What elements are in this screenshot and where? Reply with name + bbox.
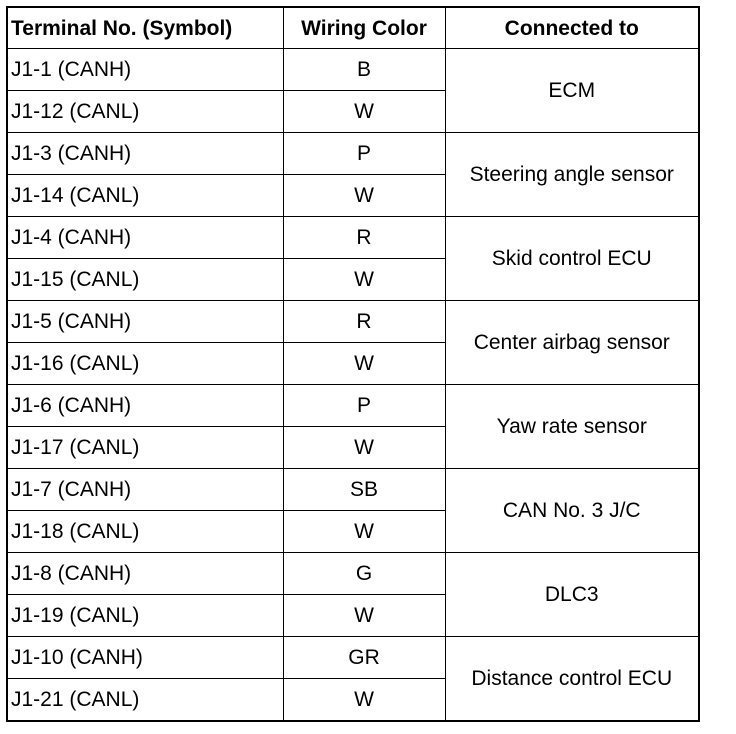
wiring-color-cell: P [282, 132, 446, 175]
wiring-color-cell: W [282, 678, 446, 722]
terminal-cell: J1-4 (CANH) [6, 216, 284, 259]
wiring-color-cell: W [282, 174, 446, 217]
terminal-cell: J1-16 (CANL) [6, 342, 284, 385]
wiring-color-cell: R [282, 216, 446, 259]
wiring-color-cell: B [282, 48, 446, 91]
connected-to-cell: Distance control ECU [444, 636, 700, 722]
table-row: J1-1 (CANH) B ECM [6, 48, 700, 133]
table-row: J1-8 (CANH) G DLC3 [6, 552, 700, 637]
terminal-cell: J1-18 (CANL) [6, 510, 284, 553]
terminal-cell: J1-5 (CANH) [6, 300, 284, 343]
header-terminal: Terminal No. (Symbol) [6, 6, 284, 49]
terminal-cell: J1-14 (CANL) [6, 174, 284, 217]
terminal-cell: J1-3 (CANH) [6, 132, 284, 175]
connected-to-cell: CAN No. 3 J/C [444, 468, 700, 553]
table-row: J1-15 (CANL) W [6, 258, 699, 301]
table-row: J1-17 (CANL) W [6, 426, 699, 469]
table-body: J1-1 (CANH) B ECM J1-12 (CANL) W J1-3 (C… [6, 48, 700, 722]
table-row: J1-7 (CANH) SB CAN No. 3 J/C [6, 468, 700, 553]
terminal-cell: J1-6 (CANH) [6, 384, 284, 427]
table-row: J1-19 (CANL) W [6, 594, 699, 637]
terminal-cell: J1-21 (CANL) [6, 678, 284, 722]
connected-to-cell: DLC3 [444, 552, 700, 637]
wiring-color-cell: R [282, 300, 446, 343]
connected-to-cell: Skid control ECU [444, 216, 700, 301]
table-row: J1-10 (CANH) GR Distance control ECU [6, 636, 700, 722]
table-row: J1-6 (CANH) P Yaw rate sensor [6, 384, 700, 469]
wiring-table: Terminal No. (Symbol) Wiring Color Conne… [6, 6, 700, 722]
wiring-color-cell: W [282, 426, 446, 469]
wiring-color-cell: W [282, 90, 446, 133]
terminal-cell: J1-7 (CANH) [6, 468, 284, 511]
table-row: J1-12 (CANL) W [6, 90, 699, 133]
terminal-cell: J1-10 (CANH) [6, 636, 284, 679]
header-wiring-color: Wiring Color [282, 6, 446, 49]
wiring-color-cell: W [282, 258, 446, 301]
connected-to-cell: Center airbag sensor [444, 300, 700, 385]
table-row: J1-5 (CANH) R Center airbag sensor [6, 300, 700, 385]
terminal-cell: J1-15 (CANL) [6, 258, 284, 301]
wiring-color-cell: P [282, 384, 446, 427]
table-row: J1-18 (CANL) W [6, 510, 699, 553]
wiring-color-cell: W [282, 342, 446, 385]
terminal-cell: J1-17 (CANL) [6, 426, 284, 469]
wiring-color-cell: SB [282, 468, 446, 511]
wiring-color-cell: GR [282, 636, 446, 679]
wiring-color-cell: W [282, 594, 446, 637]
terminal-cell: J1-8 (CANH) [6, 552, 284, 595]
table-header-row: Terminal No. (Symbol) Wiring Color Conne… [6, 6, 700, 49]
terminal-cell: J1-1 (CANH) [6, 48, 284, 91]
table-row: J1-21 (CANL) W [6, 678, 699, 722]
table-row: J1-3 (CANH) P Steering angle sensor [6, 132, 700, 217]
table-row: J1-16 (CANL) W [6, 342, 699, 385]
connected-to-cell: ECM [444, 48, 700, 133]
terminal-cell: J1-12 (CANL) [6, 90, 284, 133]
wiring-color-cell: W [282, 510, 446, 553]
table-row: J1-14 (CANL) W [6, 174, 699, 217]
connected-to-cell: Steering angle sensor [444, 132, 700, 217]
table-row: J1-4 (CANH) R Skid control ECU [6, 216, 700, 301]
header-connected-to: Connected to [444, 6, 700, 49]
wiring-color-cell: G [282, 552, 446, 595]
connected-to-cell: Yaw rate sensor [444, 384, 700, 469]
terminal-cell: J1-19 (CANL) [6, 594, 284, 637]
